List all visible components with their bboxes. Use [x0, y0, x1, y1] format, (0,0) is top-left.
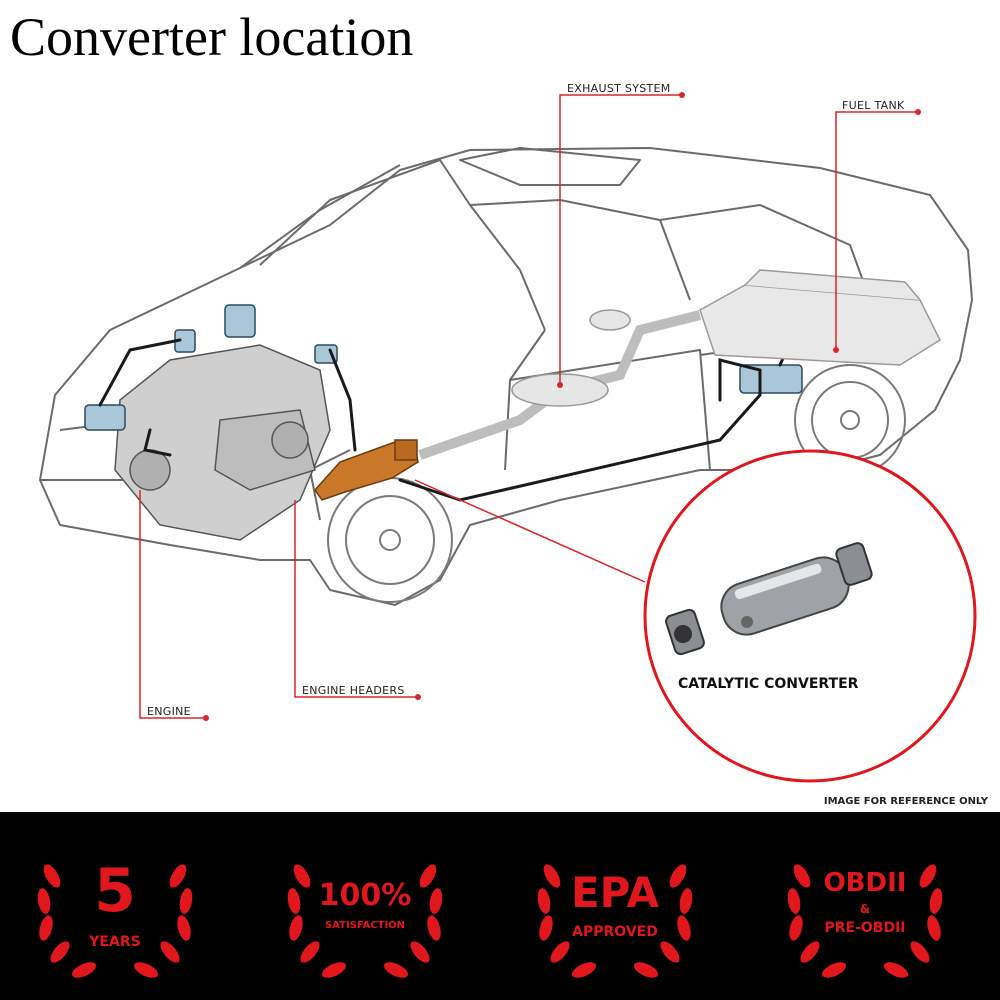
- badge-sub-text: APPROVED: [572, 924, 658, 940]
- inset-label: CATALYTIC CONVERTER: [678, 676, 859, 692]
- badge-main-text: OBDII: [823, 868, 907, 898]
- reference-note: IMAGE FOR REFERENCE ONLY: [823, 796, 988, 807]
- converter-inset-part: [665, 542, 873, 656]
- fuel-tank: [699, 269, 941, 366]
- front-wheel: [327, 477, 453, 603]
- badge-amp-text: &: [859, 902, 871, 916]
- badge-5-years: 5 YEARS: [30, 836, 200, 986]
- car-diagram: [39, 92, 977, 783]
- badge-sub-text: YEARS: [89, 934, 141, 950]
- badge-obdii: OBDII & PRE-OBDII: [780, 836, 950, 986]
- leader-lines: [139, 94, 918, 719]
- converter-highlight: [314, 439, 419, 501]
- badge-main-text: 100%: [318, 878, 412, 913]
- exhaust-pipe: [418, 309, 702, 460]
- badge-100-satisfaction: 100% SATISFACTION: [280, 836, 450, 986]
- engine-sensors: [84, 304, 803, 431]
- badge-sub-text: SATISFACTION: [324, 920, 406, 931]
- engine-block: [114, 344, 331, 541]
- callout-fuel-tank: FUEL TANK: [842, 99, 905, 112]
- page-title: Converter location: [10, 7, 414, 67]
- callout-engine-headers: ENGINE HEADERS: [302, 684, 405, 697]
- callout-exhaust-system: EXHAUST SYSTEM: [567, 82, 671, 95]
- badge-epa-approved: EPA APPROVED: [530, 836, 700, 986]
- laurel-wreath-icon: [787, 864, 943, 978]
- badge-sub-text: PRE-OBDII: [824, 920, 906, 936]
- laurel-wreath-icon: [537, 864, 693, 978]
- callout-engine: ENGINE: [147, 705, 191, 718]
- badge-band: 5 YEARS 100% SATISFACTION: [0, 812, 1000, 1000]
- laurel-wreath-icon: [37, 864, 193, 978]
- leader-dots: [203, 92, 921, 721]
- badge-main-text: 5: [94, 856, 136, 926]
- badge-main-text: EPA: [570, 868, 660, 917]
- laurel-wreath-icon: [287, 864, 443, 978]
